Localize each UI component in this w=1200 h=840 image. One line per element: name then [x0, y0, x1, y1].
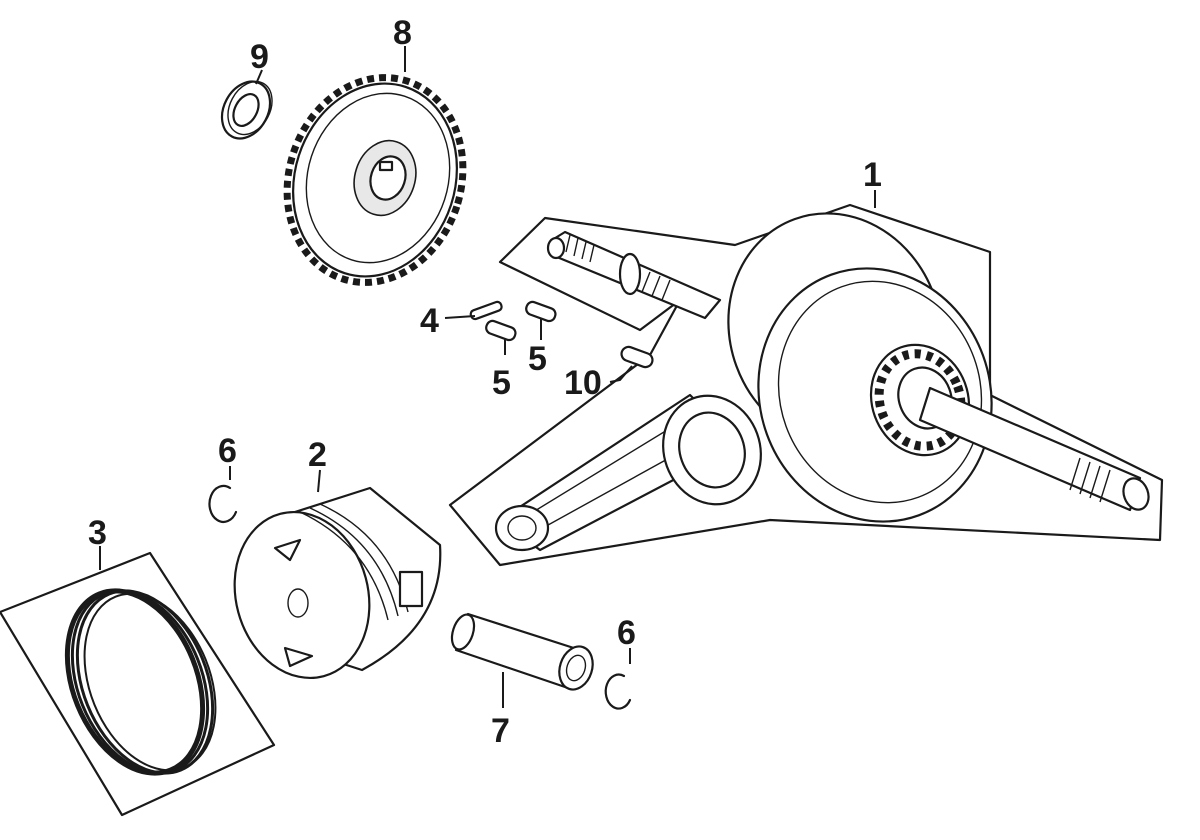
callout-5a: 5	[492, 364, 511, 402]
callout-6b: 6	[617, 614, 636, 652]
key-part-10	[620, 345, 654, 369]
piston-pin-part-7	[450, 612, 594, 691]
washer-part-9	[220, 80, 273, 140]
callout-5b: 5	[528, 340, 547, 378]
callout-2: 2	[308, 436, 327, 474]
callout-9: 9	[250, 38, 269, 76]
key-part-4	[469, 300, 503, 321]
gear-part-8	[283, 74, 467, 286]
callout-3: 3	[88, 514, 107, 552]
callout-1: 1	[863, 156, 882, 194]
circlip-part-6b	[604, 673, 632, 710]
circlip-part-6a	[208, 484, 238, 524]
piston-rings-part-3	[64, 588, 217, 776]
callout-8: 8	[393, 14, 412, 52]
callout-7: 7	[491, 712, 510, 750]
callout-10: 10	[564, 364, 602, 402]
piston-rings-group-outline	[0, 551, 276, 817]
crankshaft-part-1	[494, 212, 1150, 552]
callout-4: 4	[420, 302, 439, 340]
leader-lines	[99, 46, 876, 708]
key-part-5a	[485, 319, 517, 342]
piston-part-2	[233, 486, 442, 680]
key-part-5b	[525, 300, 557, 323]
callout-6a: 6	[218, 432, 237, 470]
